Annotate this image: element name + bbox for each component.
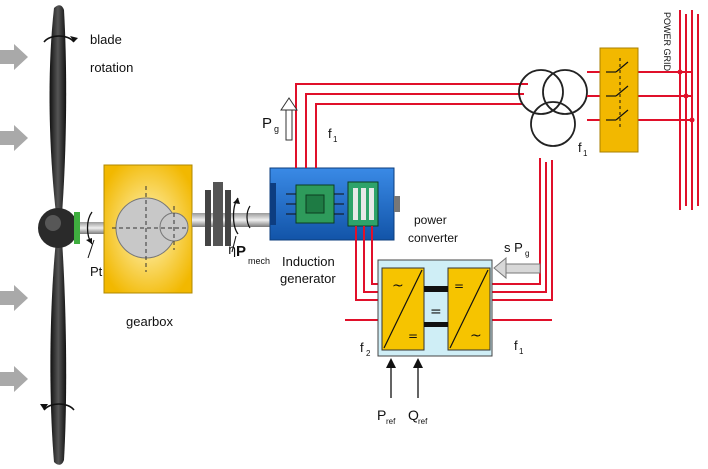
f1-bottom-sub-label: 1 [519, 347, 524, 356]
power-converter-label: power [414, 213, 447, 227]
converter-eq-1: = [408, 329, 418, 343]
pmech-eta-label: η [228, 243, 236, 258]
low-speed-shaft [76, 222, 106, 234]
power-converter-label-2: converter [408, 231, 458, 245]
rotor-blades [38, 5, 78, 465]
qref-sub-label: ref [418, 417, 428, 426]
converter-grid-lines [492, 158, 553, 301]
power-converter [377, 259, 493, 357]
blade-rotation-arrow-icon [43, 403, 75, 411]
text-labels: blade rotation Pt gearbox η P mech P g f… [90, 12, 672, 426]
stator-power-lines [295, 83, 528, 168]
gearbox [103, 164, 193, 294]
spg-label: s P [504, 240, 523, 255]
power-grid-label: POWER GRID [662, 12, 672, 72]
wind-arrow-icon [0, 44, 28, 70]
wind-arrow-icon [0, 366, 28, 392]
f1-bottom-label: f [514, 338, 518, 353]
power-grid-busbars [679, 10, 699, 210]
pmech-sub-label: mech [248, 256, 270, 266]
wind-arrows [0, 44, 28, 392]
converter-dc-symbol: = [430, 304, 442, 320]
f1-transformer-sub-label: 1 [583, 149, 588, 158]
wind-arrow-icon [0, 125, 28, 151]
wind-arrow-icon [0, 285, 28, 311]
rotor-power-lines [355, 226, 378, 301]
gearbox-label: gearbox [126, 314, 173, 329]
qref-arrow-icon [413, 358, 423, 398]
f1-transformer-label: f [578, 140, 582, 155]
pmech-label: P [236, 243, 246, 260]
pref-sub-label: ref [386, 417, 396, 426]
qref-label: Q [408, 407, 419, 423]
pg-arrow-icon [280, 97, 298, 141]
pg-label: P [262, 115, 272, 132]
f1-top-label: f [328, 126, 332, 141]
f2-sub-label: 2 [366, 349, 371, 358]
converter-tilde-2: ~ [470, 328, 482, 344]
converter-tilde-1: ~ [392, 278, 404, 294]
dc-link [424, 286, 448, 292]
spg-arrow-icon [493, 256, 541, 280]
transformer-grid-lines [587, 71, 692, 121]
pg-sub-label: g [274, 124, 279, 134]
pt-label: Pt [90, 264, 103, 279]
pref-label: P [377, 407, 386, 423]
generator-label: generator [280, 271, 336, 286]
blade-rotation-label: blade [90, 32, 122, 47]
pref-arrow-icon [386, 358, 396, 398]
induction-label: Induction [282, 254, 335, 269]
induction-generator [269, 167, 400, 241]
f1-top-sub-label: 1 [333, 135, 338, 144]
converter-eq-2: = [454, 279, 464, 293]
coupling [205, 182, 231, 246]
blade-rotation-label-2: rotation [90, 60, 133, 75]
transformer [518, 69, 588, 147]
f2-label: f [360, 340, 364, 355]
spg-sub-label: g [525, 249, 529, 258]
blade-rotation-arrow-icon [43, 35, 75, 43]
switchgear [599, 47, 639, 153]
lower-blade [50, 240, 67, 465]
upper-blade [49, 5, 67, 214]
